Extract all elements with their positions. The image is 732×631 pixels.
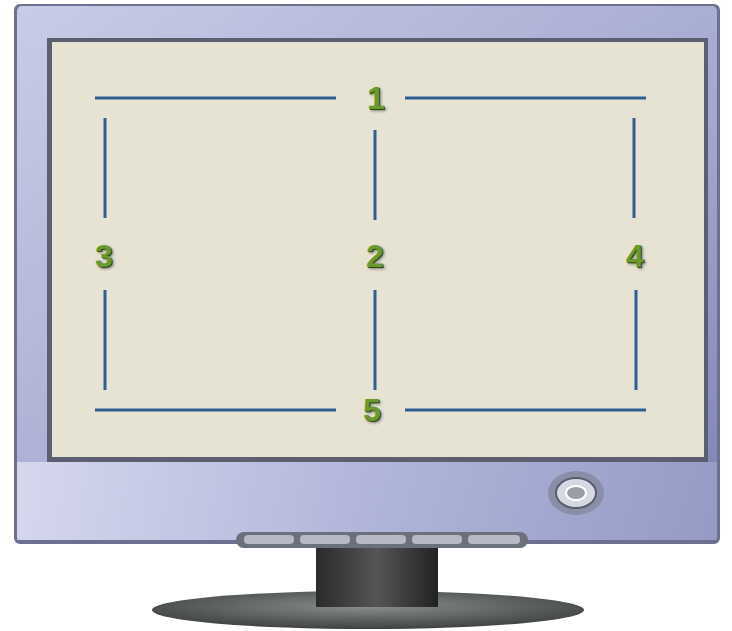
callout-number: 5 bbox=[359, 392, 385, 428]
callout-number: 3 bbox=[91, 238, 117, 274]
stand-neck bbox=[316, 545, 438, 607]
front-buttons bbox=[236, 532, 528, 548]
screen bbox=[52, 42, 704, 457]
callout-number: 1 bbox=[363, 80, 389, 116]
callout-number: 2 bbox=[362, 238, 388, 274]
power-button bbox=[548, 471, 604, 515]
bezel-chin bbox=[17, 462, 717, 540]
bezel bbox=[17, 6, 717, 540]
bezel-edge bbox=[14, 4, 720, 544]
layout-dividers bbox=[95, 98, 646, 410]
callout-number: 4 bbox=[622, 238, 648, 274]
screen-frame bbox=[47, 38, 708, 462]
